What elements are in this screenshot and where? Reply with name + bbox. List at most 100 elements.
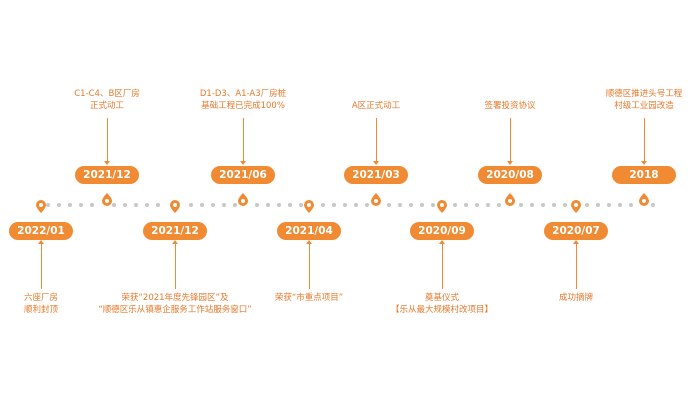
milestone-label: 荣获“市重点项目” — [275, 292, 343, 304]
label-line: D1-D3、A1-A3厂房桩 — [199, 89, 287, 99]
milestone-label: 顺德区推进头号工程 村级工业园改造 — [606, 88, 683, 112]
label-line: 荣获“市重点项目” — [274, 293, 344, 303]
timeline-dot — [46, 203, 50, 207]
timeline-dot — [233, 203, 237, 207]
connector-line — [41, 241, 42, 289]
milestone-label: A区正式动工 — [352, 100, 400, 112]
connector-line — [376, 118, 377, 164]
date-pill: 2020/09 — [410, 222, 474, 240]
date-pill: 2020/07 — [544, 222, 608, 240]
timeline-dot — [277, 203, 281, 207]
map-pin-icon — [504, 193, 516, 207]
arrow-up-icon — [38, 240, 44, 244]
timeline-dot — [387, 203, 391, 207]
timeline-dot — [343, 203, 347, 207]
timeline-dot — [200, 203, 204, 207]
arrow-up-icon — [172, 240, 178, 244]
timeline-dot — [552, 203, 556, 207]
timeline-dot — [398, 203, 402, 207]
milestone-label: D1-D3、A1-A3厂房桩 基础工程已完成100% — [200, 88, 286, 112]
timeline-dot — [156, 203, 160, 207]
date-pill: 2018 — [612, 166, 676, 184]
timeline-dot — [453, 203, 457, 207]
timeline-dot — [365, 203, 369, 207]
date-pill: 2022/01 — [9, 222, 73, 240]
timeline-dot — [211, 203, 215, 207]
label-line: 荣获“2021年度先锋园区”及 — [121, 293, 229, 303]
label-line: 顺利封顶 — [23, 305, 59, 315]
map-pin-icon — [303, 199, 315, 213]
timeline-dot — [57, 203, 61, 207]
timeline-dot — [145, 203, 149, 207]
arrow-down-icon — [507, 161, 513, 165]
label-line: 村级工业园改造 — [614, 101, 674, 111]
timeline-dot — [189, 203, 193, 207]
timeline-dot — [519, 203, 523, 207]
timeline-dot — [354, 203, 358, 207]
arrow-down-icon — [240, 161, 246, 165]
connector-line — [576, 241, 577, 289]
label-line: C1-C4、B区厂房 — [74, 89, 140, 99]
date-pill: 2021/12 — [75, 166, 139, 184]
timeline-dot — [464, 203, 468, 207]
label-line: 成功摘牌 — [558, 293, 594, 303]
arrow-down-icon — [373, 161, 379, 165]
arrow-up-icon — [573, 240, 579, 244]
timeline-dot — [651, 203, 655, 207]
timeline-dot — [321, 203, 325, 207]
label-line: 奠基仪式 — [424, 293, 460, 303]
connector-line — [175, 241, 176, 289]
milestone-label: 成功摘牌 — [559, 292, 593, 304]
timeline-dot — [79, 203, 83, 207]
arrow-up-icon — [306, 240, 312, 244]
milestone-label: 签署投资协议 — [484, 100, 535, 112]
timeline-dot — [332, 203, 336, 207]
date-pill: 2020/08 — [478, 166, 542, 184]
connector-line — [644, 118, 645, 164]
label-line: “顺德区乐从镇惠企服务工作站服务窗口” — [98, 305, 252, 315]
timeline-dot — [123, 203, 127, 207]
label-line: 基础工程已完成100% — [201, 101, 285, 111]
timeline-dot — [299, 203, 303, 207]
arrow-down-icon — [641, 161, 647, 165]
timeline-dot — [255, 203, 259, 207]
timeline-dot — [222, 203, 226, 207]
timeline-dot — [409, 203, 413, 207]
map-pin-icon — [169, 199, 181, 213]
arrow-down-icon — [104, 161, 110, 165]
arrow-up-icon — [439, 240, 445, 244]
connector-line — [243, 118, 244, 164]
timeline-dot — [134, 203, 138, 207]
timeline-dot — [563, 203, 567, 207]
map-pin-icon — [570, 199, 582, 213]
date-pill: 2021/03 — [344, 166, 408, 184]
map-pin-icon — [436, 199, 448, 213]
timeline-dot — [497, 203, 501, 207]
milestone-label: C1-C4、B区厂房 正式动工 — [74, 88, 140, 112]
timeline-dot — [431, 203, 435, 207]
label-line: 【乐从最大规模村改项目】 — [390, 305, 494, 315]
timeline-dot — [629, 203, 633, 207]
timeline-dot — [618, 203, 622, 207]
timeline-dot — [420, 203, 424, 207]
timeline-dot — [475, 203, 479, 207]
timeline-dot — [112, 203, 116, 207]
map-pin-icon — [237, 193, 249, 207]
label-line: 六座厂房 — [23, 293, 59, 303]
connector-line — [107, 118, 108, 164]
map-pin-icon — [101, 193, 113, 207]
milestone-label: 奠基仪式 【乐从最大规模村改项目】 — [391, 292, 493, 316]
map-pin-icon — [638, 193, 650, 207]
label-line: 签署投资协议 — [484, 101, 536, 111]
date-pill: 2021/06 — [211, 166, 275, 184]
milestone-label: 荣获“2021年度先锋园区”及 “顺德区乐从镇惠企服务工作站服务窗口” — [98, 292, 251, 316]
timeline-dot — [530, 203, 534, 207]
label-line: A区正式动工 — [351, 101, 401, 111]
connector-line — [309, 241, 310, 289]
timeline-dot — [486, 203, 490, 207]
map-pin-icon — [35, 199, 47, 213]
milestone-label: 六座厂房 顺利封顶 — [24, 292, 58, 316]
date-pill: 2021/04 — [277, 222, 341, 240]
timeline-dot — [596, 203, 600, 207]
